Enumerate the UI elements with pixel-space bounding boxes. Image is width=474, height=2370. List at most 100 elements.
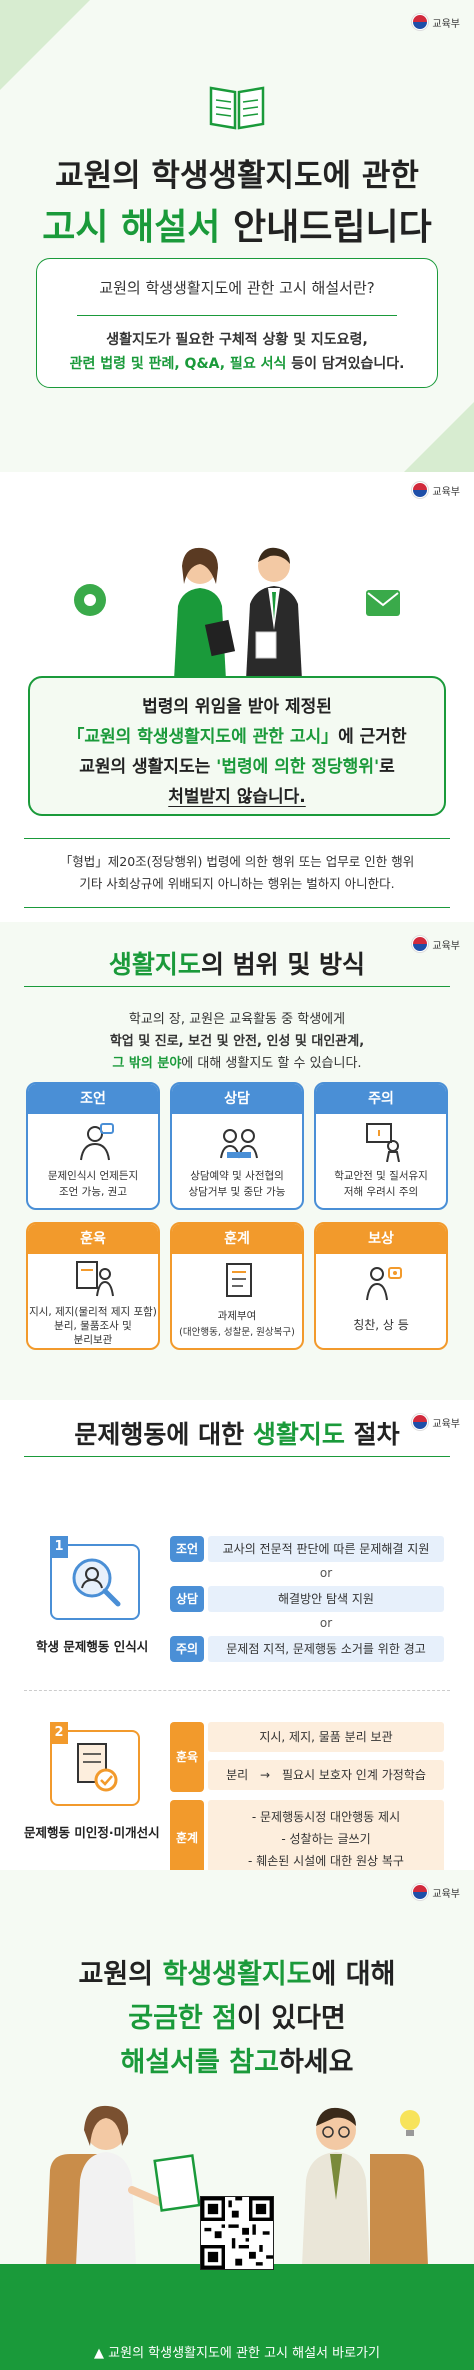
- card-title: 훈계: [172, 1224, 302, 1254]
- method-card-reward: 보상 칭찬, 상 등: [314, 1222, 448, 1350]
- legal-notice-line4: 처벌받지 않습니다.: [168, 787, 306, 807]
- caution-description: 문제점 지적, 문제행동 소거를 위한 경고: [208, 1636, 444, 1662]
- closing-highlight: 궁금한 점: [128, 2003, 237, 2034]
- closing-line1: 교원의 학생생활지도에 대해: [0, 1952, 474, 1991]
- discipline-tag: 훈육: [170, 1722, 204, 1792]
- page-title-line2: 고시 해설서 안내드립니다: [0, 198, 474, 250]
- admonish-item1: - 문제행동시정 대안행동 제시: [251, 1810, 401, 1824]
- taegeuk-icon: [412, 1414, 429, 1430]
- card-text-line1: 과제부여: [217, 1310, 257, 1322]
- legal-notice-line3: 교원의 생활지도는 '법령에 의한 정당행위'로: [30, 752, 444, 777]
- advice-icon: [80, 1123, 114, 1161]
- ministry-name: 교육부: [432, 18, 460, 30]
- note-line2: 기타 사회상규에 위배되지 아니하는 행위는 벌하지 아니한다.: [79, 876, 395, 891]
- reward-icon: [366, 1267, 402, 1301]
- card-text-line2: 저해 우려시 주의: [343, 1186, 419, 1198]
- caution-tag: 주의: [170, 1636, 204, 1662]
- ministry-logo: 교육부: [412, 482, 460, 498]
- closing-post: 하세요: [278, 2047, 354, 2078]
- card-text-line2: (대안행동, 성찰문, 원상복구): [179, 1327, 295, 1338]
- admonish-tag: 훈계: [170, 1800, 204, 1876]
- separation-text: 분리: [226, 1768, 249, 1782]
- notice-post: 로: [379, 757, 395, 777]
- divider: [24, 1456, 450, 1457]
- step2-number: 2: [50, 1722, 68, 1744]
- method-card-admonish: 훈계 과제부여 (대안행동, 성찰문, 원상복구): [170, 1222, 304, 1350]
- closing-highlight: 학생생활지도: [162, 1959, 312, 1990]
- scope-title-rest: 의 범위 및 방식: [200, 950, 366, 979]
- footer-bar: [0, 2264, 474, 2370]
- taegeuk-icon: [412, 936, 429, 952]
- card-text-line1: 칭찬, 상 등: [353, 1318, 409, 1332]
- counsel-icon: [220, 1129, 258, 1159]
- dashed-divider: [24, 1690, 450, 1691]
- card-text-line1: 학교안전 및 질서유지: [334, 1170, 428, 1182]
- taegeuk-icon: [412, 1884, 429, 1900]
- advice-description: 교사의 전문적 판단에 따른 문제해결 지원: [208, 1536, 444, 1562]
- definition-answer-line1: 생활지도가 필요한 구체적 상황 및 지도요령,: [106, 332, 368, 348]
- arrow-right-icon: →: [260, 1768, 271, 1782]
- teachers-illustration: [74, 547, 400, 680]
- male-teacher: [302, 2107, 428, 2266]
- divider: [24, 986, 450, 987]
- answer-rest: 등이 담겨있습니다.: [286, 356, 405, 372]
- book-icon: [209, 86, 265, 130]
- method-card-counsel: 상담 상담예약 및 사전협의 상담거부 및 중단 가능: [170, 1082, 304, 1210]
- or-separator: or: [319, 1566, 333, 1580]
- closing-line2: 궁금한 점이 있다면: [0, 1996, 474, 2035]
- procedure-title: 문제행동에 대한 생활지도 절차: [0, 1415, 474, 1451]
- closing-line3: 해설서를 참고하세요: [0, 2040, 474, 2079]
- document-icon: [226, 1263, 252, 1297]
- step2-label: 문제행동 미인정·미개선시: [24, 1825, 160, 1840]
- corner-decoration: [404, 402, 474, 472]
- closing-post: 이 있다면: [237, 2003, 346, 2034]
- admonish-item2: - 성찰하는 글쓰기: [281, 1832, 371, 1846]
- card-text-line2: 상담거부 및 중단 가능: [188, 1186, 286, 1198]
- taegeuk-icon: [412, 14, 429, 30]
- procedure-title-highlight: 생활지도: [252, 1420, 345, 1449]
- document-icon: [153, 2154, 201, 2212]
- scope-title-highlight: 생활지도: [108, 950, 201, 979]
- scope-intro-highlight: 그 밖의 분야: [112, 1056, 182, 1071]
- male-teacher: [246, 547, 302, 680]
- card-title: 조언: [28, 1084, 158, 1114]
- discipline-row2: 분리 → 필요시 보호자 인계 가정학습: [208, 1760, 444, 1790]
- definition-question: 교원의 학생생활지도에 관한 고시 해설서란?: [99, 279, 375, 297]
- card-text-line1: 상담예약 및 사전협의: [190, 1170, 284, 1182]
- ministry-logo: 교육부: [412, 1884, 460, 1900]
- mail-icon: [366, 590, 400, 616]
- admonish-item3: - 훼손된 시설에 대한 원상 복구: [248, 1854, 404, 1868]
- procedure-title-post: 절차: [344, 1420, 400, 1449]
- criminal-law-note: 「형법」제20조(정당행위) 법령에 의한 행위 또는 업무로 인한 행위 기타…: [24, 838, 450, 908]
- discipline-row1: 지시, 제지, 물품 분리 보관: [208, 1722, 444, 1752]
- caution-icon: [366, 1123, 400, 1162]
- female-teacher: [46, 2105, 164, 2266]
- note-line1: 「형법」제20조(정당행위) 법령에 의한 행위 또는 업무로 인한 행위: [59, 854, 415, 869]
- ministry-name: 교육부: [432, 1418, 460, 1430]
- document-check-icon: [77, 1743, 118, 1792]
- magnifier-icon: [72, 1558, 121, 1607]
- title-rest: 안내드립니다: [220, 207, 432, 248]
- answer-highlight: 관련 법령 및 판례, Q&A, 필요 서식: [69, 356, 287, 372]
- method-card-caution: 주의 학교안전 및 질서유지 저해 우려시 주의: [314, 1082, 448, 1210]
- ministry-logo: 교육부: [412, 936, 460, 952]
- page-title-line1: 교원의 학생생활지도에 관한: [55, 158, 419, 194]
- closing-post: 에 대해: [311, 1959, 396, 1990]
- qr-code[interactable]: [200, 2196, 274, 2270]
- gear-icon: [74, 584, 106, 616]
- ministry-logo: 교육부: [412, 14, 460, 30]
- counsel-description: 해결방안 탐색 지원: [208, 1586, 444, 1612]
- guidebook-link[interactable]: ▲ 교원의 학생생활지도에 관한 고시 해설서 바로가기: [94, 2346, 380, 2361]
- card-title: 주의: [316, 1084, 446, 1114]
- lightbulb-icon: [400, 2110, 420, 2136]
- method-card-advice: 조언 문제인식시 언제든지 조언 가능, 권고: [26, 1082, 160, 1210]
- legal-notice-line2: 「교원의 학생생활지도에 관한 고시」에 근거한: [30, 722, 444, 747]
- step1-label: 학생 문제행동 인식시: [36, 1639, 149, 1654]
- card-title: 보상: [316, 1224, 446, 1254]
- or-separator: or: [319, 1616, 333, 1630]
- advice-tag: 조언: [170, 1536, 204, 1562]
- card-title: 상담: [172, 1084, 302, 1114]
- procedure-title-pre: 문제행동에 대한: [74, 1420, 253, 1449]
- card-text-line2: 조언 가능, 권고: [59, 1186, 127, 1198]
